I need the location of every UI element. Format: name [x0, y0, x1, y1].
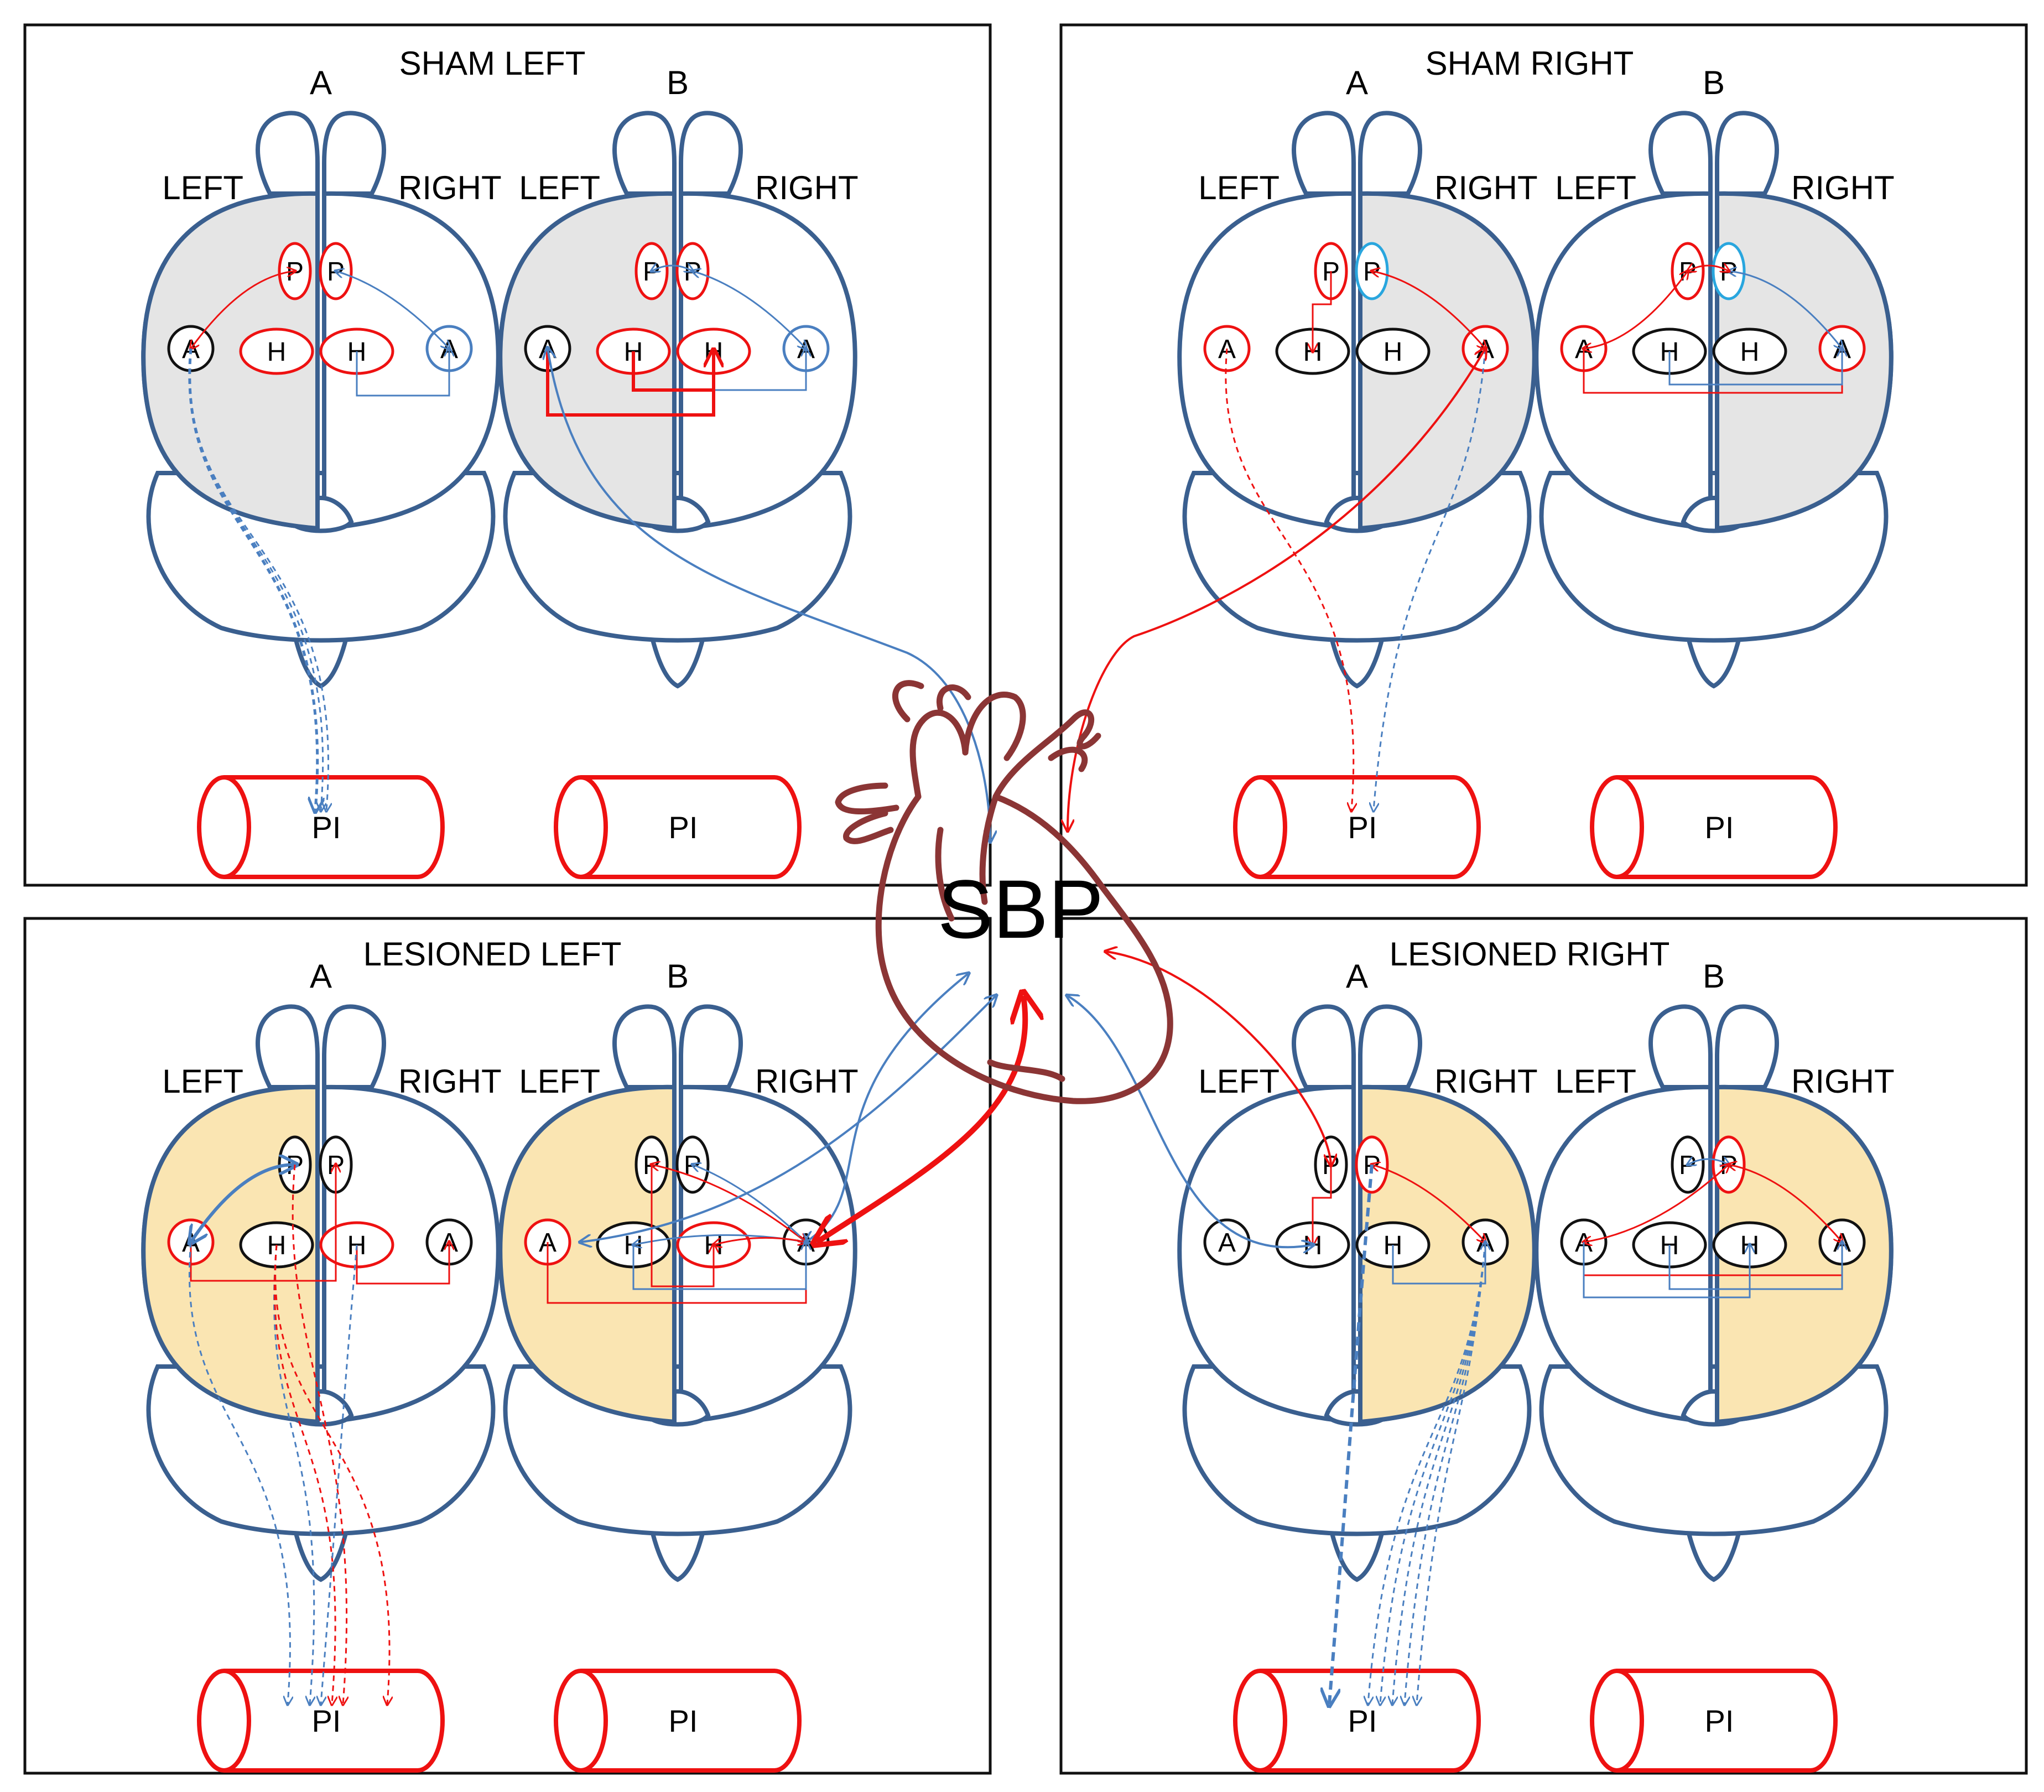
pi-cylinder	[1590, 1669, 1838, 1773]
connection-17	[1688, 266, 1729, 271]
region-label-rh: H	[1384, 337, 1403, 367]
connection-25	[273, 1244, 335, 1704]
brain-label: B	[1703, 64, 1725, 101]
pi-label: PI	[669, 1703, 698, 1738]
connection-57	[1068, 996, 1313, 1247]
left-hemisphere-label: LEFT	[1555, 169, 1636, 206]
connection-55	[817, 996, 1025, 1242]
connection-5	[189, 348, 329, 811]
pi-cylinder	[554, 1669, 802, 1773]
connection-15	[1584, 271, 1688, 349]
connection-16	[1729, 271, 1842, 349]
panel-frame-lesioned-right	[1059, 917, 2028, 1775]
pi-cylinder	[1590, 775, 1838, 879]
connection-44	[1417, 1242, 1486, 1704]
connection-24	[273, 1244, 314, 1704]
pi-label: PI	[312, 1703, 341, 1738]
right-hemisphere-label: RIGHT	[398, 169, 502, 206]
connection-21	[190, 1165, 336, 1282]
connection-47	[1729, 1165, 1842, 1242]
brain-label: B	[1703, 958, 1725, 995]
left-hemisphere-label: LEFT	[162, 169, 243, 206]
connection-38	[1392, 1242, 1485, 1285]
right-hemisphere-label: RIGHT	[1434, 169, 1538, 206]
connection-46	[1584, 1165, 1729, 1242]
connection-52	[1068, 349, 1485, 830]
pi-label: PI	[669, 810, 698, 845]
left-hemisphere-label: LEFT	[1555, 1063, 1636, 1100]
brain-label: B	[667, 64, 689, 101]
region-label-lp: P	[1679, 1151, 1697, 1180]
connection-39	[1329, 1164, 1374, 1704]
right-hemisphere-label: RIGHT	[1791, 1063, 1895, 1100]
panel-title-sham-left: SHAM LEFT	[399, 45, 586, 82]
connection-26	[292, 1164, 346, 1704]
connection-6	[693, 271, 806, 349]
brain-label: A	[1346, 64, 1368, 101]
brain-label: B	[667, 958, 689, 995]
heart-icon	[835, 680, 1173, 1104]
left-hemisphere-label: LEFT	[519, 169, 600, 206]
region-label-rh: H	[1740, 337, 1760, 367]
right-hemisphere-label: RIGHT	[755, 169, 859, 206]
connection-51	[548, 349, 990, 841]
pi-label: PI	[1705, 1703, 1734, 1738]
right-hemisphere-label: RIGHT	[755, 1063, 859, 1100]
connection-11	[1372, 271, 1485, 349]
connection-12	[1313, 271, 1332, 351]
connection-1	[336, 271, 449, 349]
brain-label: A	[1346, 958, 1368, 995]
connection-22	[356, 1242, 449, 1285]
region-label-lh: H	[267, 337, 287, 367]
pi-label: PI	[312, 810, 341, 845]
connection-27	[321, 1244, 358, 1704]
left-hemisphere-label: LEFT	[519, 1063, 600, 1100]
right-hemisphere-label: RIGHT	[1434, 1063, 1538, 1100]
left-hemisphere-label: LEFT	[1198, 169, 1280, 206]
pi-label: PI	[1705, 810, 1734, 845]
connection-49	[1668, 1242, 1842, 1290]
connection-2	[356, 349, 449, 397]
connection-20	[191, 1165, 295, 1242]
pi-label: PI	[1348, 1703, 1377, 1738]
connection-layer	[189, 266, 1842, 1704]
right-hemisphere-label: RIGHT	[398, 1063, 502, 1100]
pi-label: PI	[1348, 810, 1377, 845]
pi-cylinder	[197, 775, 445, 879]
panel-title-sham-right: SHAM RIGHT	[1426, 45, 1634, 82]
left-hemisphere-label: LEFT	[1198, 1063, 1280, 1100]
connection-19	[1668, 349, 1842, 386]
connection-7	[652, 266, 693, 271]
panel-title-lesioned-left: LESIONED LEFT	[363, 936, 622, 973]
panel-title-lesioned-right: LESIONED RIGHT	[1390, 936, 1670, 973]
connection-34	[632, 1242, 806, 1290]
panel-frame-lesioned-left	[23, 917, 992, 1775]
connection-23	[188, 1242, 290, 1704]
connection-0	[191, 271, 295, 349]
region-label-lp: P	[643, 257, 660, 287]
connection-36	[1372, 1165, 1485, 1242]
connection-50	[1583, 1242, 1750, 1298]
right-hemisphere-label: RIGHT	[1791, 169, 1895, 206]
left-hemisphere-label: LEFT	[162, 1063, 243, 1100]
connection-28	[274, 1244, 389, 1704]
brain-label: A	[310, 64, 332, 101]
brain-label: A	[310, 958, 332, 995]
pi-cylinder	[1233, 1669, 1481, 1773]
center-sbp-label: SBP	[938, 863, 1104, 955]
